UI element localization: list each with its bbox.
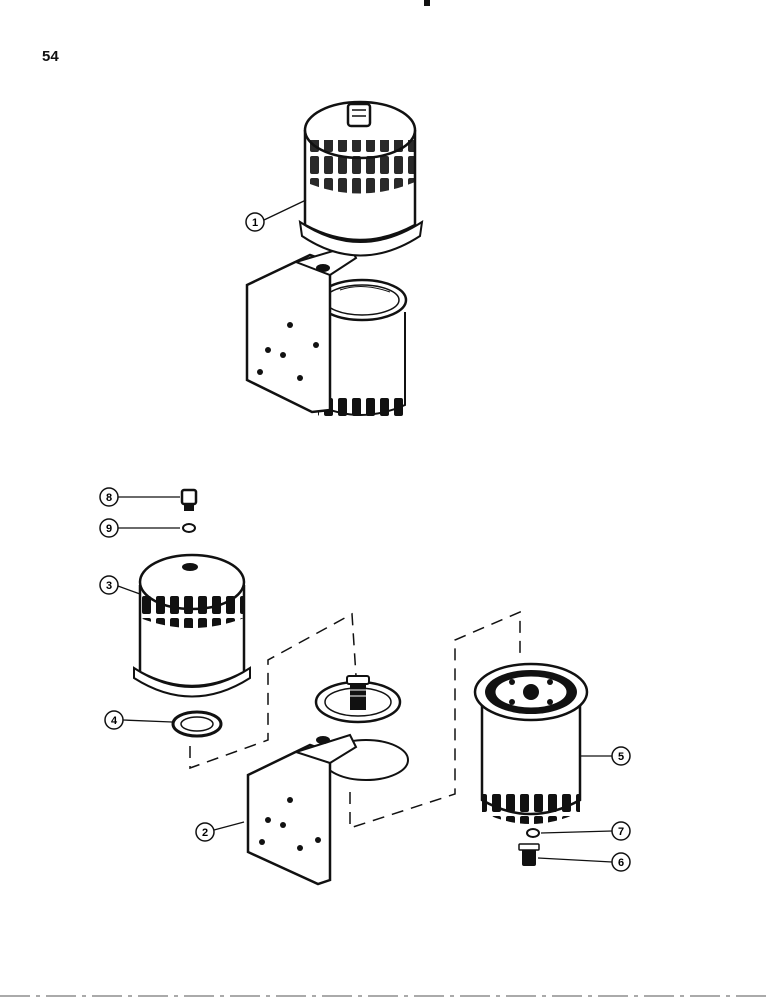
upper-filter-canister — [298, 100, 424, 257]
page-number: 54 — [42, 48, 59, 65]
assembled-filter-unit — [245, 100, 424, 417]
svg-text:5: 5 — [618, 751, 624, 763]
svg-text:2: 2 — [202, 827, 208, 839]
drain-plug-8 — [180, 488, 198, 511]
svg-text:6: 6 — [618, 857, 624, 869]
o-ring-9 — [182, 523, 196, 533]
callout-6: 6 — [537, 852, 631, 872]
mounting-bracket-assembled — [245, 244, 358, 414]
filter-head-adapter — [314, 675, 402, 724]
svg-text:8: 8 — [106, 492, 112, 504]
svg-text:3: 3 — [106, 580, 112, 592]
spin-on-filter-5 — [473, 662, 589, 824]
o-ring-7 — [526, 828, 540, 838]
callout-2: 2 — [195, 821, 245, 842]
spin-on-filter-3 — [133, 553, 251, 698]
callout-9: 9 — [99, 518, 180, 538]
svg-text:9: 9 — [106, 523, 112, 535]
callout-4: 4 — [104, 710, 173, 730]
callout-1: 1 — [245, 199, 307, 232]
sealing-ring-4 — [171, 710, 223, 738]
assembly-path-lines — [189, 610, 521, 830]
callout-3: 3 — [99, 575, 141, 595]
svg-text:4: 4 — [111, 715, 118, 727]
lower-filter-canister — [316, 278, 408, 417]
callout-7: 7 — [540, 821, 631, 841]
callout-8: 8 — [99, 487, 180, 507]
svg-text:1: 1 — [252, 217, 258, 229]
svg-text:7: 7 — [618, 826, 624, 838]
mounting-bracket-2 — [246, 733, 409, 886]
callout-5: 5 — [581, 746, 631, 766]
drain-plug-6 — [518, 843, 540, 866]
